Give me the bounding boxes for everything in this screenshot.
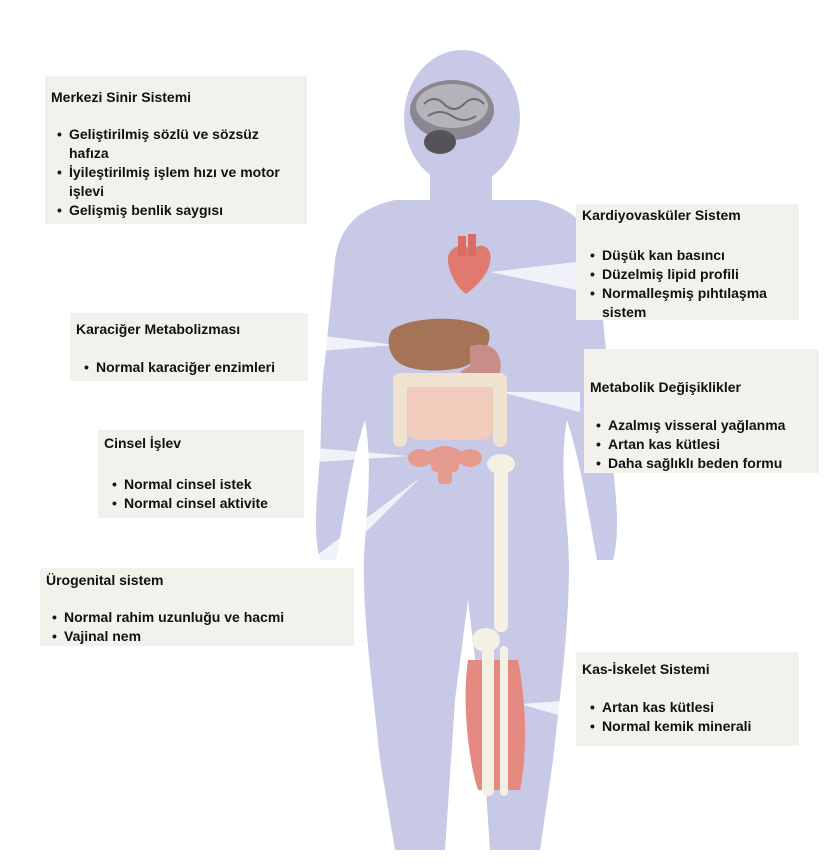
leg-bone-icon bbox=[465, 454, 526, 796]
callout-urogenital-item: Vajinal nem bbox=[52, 627, 352, 646]
callout-cardio: Kardiyovasküler Sistem Düşük kan basıncı… bbox=[576, 204, 799, 320]
callout-urogenital-title: Ürogenital sistem bbox=[46, 572, 164, 588]
callout-urogenital: Ürogenital sistem Normal rahim uzunluğu … bbox=[40, 568, 354, 646]
callout-liver: Karaciğer Metabolizması Normal karaciğer… bbox=[70, 313, 308, 381]
liver-icon bbox=[388, 318, 490, 371]
callout-sexual-item: Normal cinsel aktivite bbox=[112, 494, 302, 513]
callout-liver-list: Normal karaciğer enzimleri bbox=[84, 358, 306, 377]
callout-cns-title: Merkezi Sinir Sistemi bbox=[51, 89, 192, 105]
callout-cardio-title: Kardiyovasküler Sistem bbox=[582, 207, 741, 223]
callout-sexual: Cinsel İşlev Normal cinsel istek Normal … bbox=[98, 430, 304, 518]
callout-pointers bbox=[300, 120, 580, 720]
callout-cns-item: İyileştirilmiş işlem hızı ve motor işlev… bbox=[57, 163, 297, 201]
callout-liver-item: Normal karaciğer enzimleri bbox=[84, 358, 306, 377]
callout-cardio-list: Düşük kan basıncı Düzelmiş lipid profili… bbox=[590, 246, 795, 322]
callout-metabolic: Metabolik Değişiklikler Azalmış visseral… bbox=[584, 349, 819, 473]
callout-musculo: Kas-İskelet Sistemi Artan kas kütlesi No… bbox=[576, 652, 799, 746]
callout-sexual-title: Cinsel İşlev bbox=[104, 435, 182, 451]
callout-metabolic-list: Azalmış visseral yağlanma Artan kas kütl… bbox=[596, 416, 818, 473]
heart-icon bbox=[447, 234, 491, 294]
callout-cns-item: Gelişmiş benlik saygısı bbox=[57, 201, 297, 220]
callout-urogenital-item: Normal rahim uzunluğu ve hacmi bbox=[52, 608, 352, 627]
callout-musculo-title: Kas-İskelet Sistemi bbox=[582, 661, 710, 677]
callout-metabolic-item: Artan kas kütlesi bbox=[596, 435, 818, 454]
callout-liver-title: Karaciğer Metabolizması bbox=[76, 321, 241, 337]
callout-cns-list: Geliştirilmiş sözlü ve sözsüz hafıza İyi… bbox=[57, 125, 297, 220]
callout-urogenital-list: Normal rahim uzunluğu ve hacmi Vajinal n… bbox=[52, 608, 352, 646]
callout-metabolic-title: Metabolik Değişiklikler bbox=[590, 379, 741, 395]
brain-icon bbox=[410, 80, 494, 154]
intestine-icon bbox=[393, 373, 507, 447]
callout-metabolic-item: Azalmış visseral yağlanma bbox=[596, 416, 818, 435]
callout-cardio-item: Düzelmiş lipid profili bbox=[590, 265, 795, 284]
uterus-icon bbox=[408, 446, 482, 484]
callout-cns-item: Geliştirilmiş sözlü ve sözsüz hafıza bbox=[57, 125, 297, 163]
callout-cns: Merkezi Sinir Sistemi Geliştirilmiş sözl… bbox=[45, 76, 307, 224]
callout-musculo-item: Artan kas kütlesi bbox=[590, 698, 798, 717]
callout-cardio-item: Düşük kan basıncı bbox=[590, 246, 795, 265]
callout-sexual-list: Normal cinsel istek Normal cinsel aktivi… bbox=[112, 475, 302, 513]
callout-musculo-item: Normal kemik minerali bbox=[590, 717, 798, 736]
callout-musculo-list: Artan kas kütlesi Normal kemik minerali bbox=[590, 698, 798, 736]
callout-cardio-item: Normalleşmiş pıhtılaşma sistem bbox=[590, 284, 795, 322]
callout-metabolic-item: Daha sağlıklı beden formu bbox=[596, 454, 818, 473]
callout-sexual-item: Normal cinsel istek bbox=[112, 475, 302, 494]
